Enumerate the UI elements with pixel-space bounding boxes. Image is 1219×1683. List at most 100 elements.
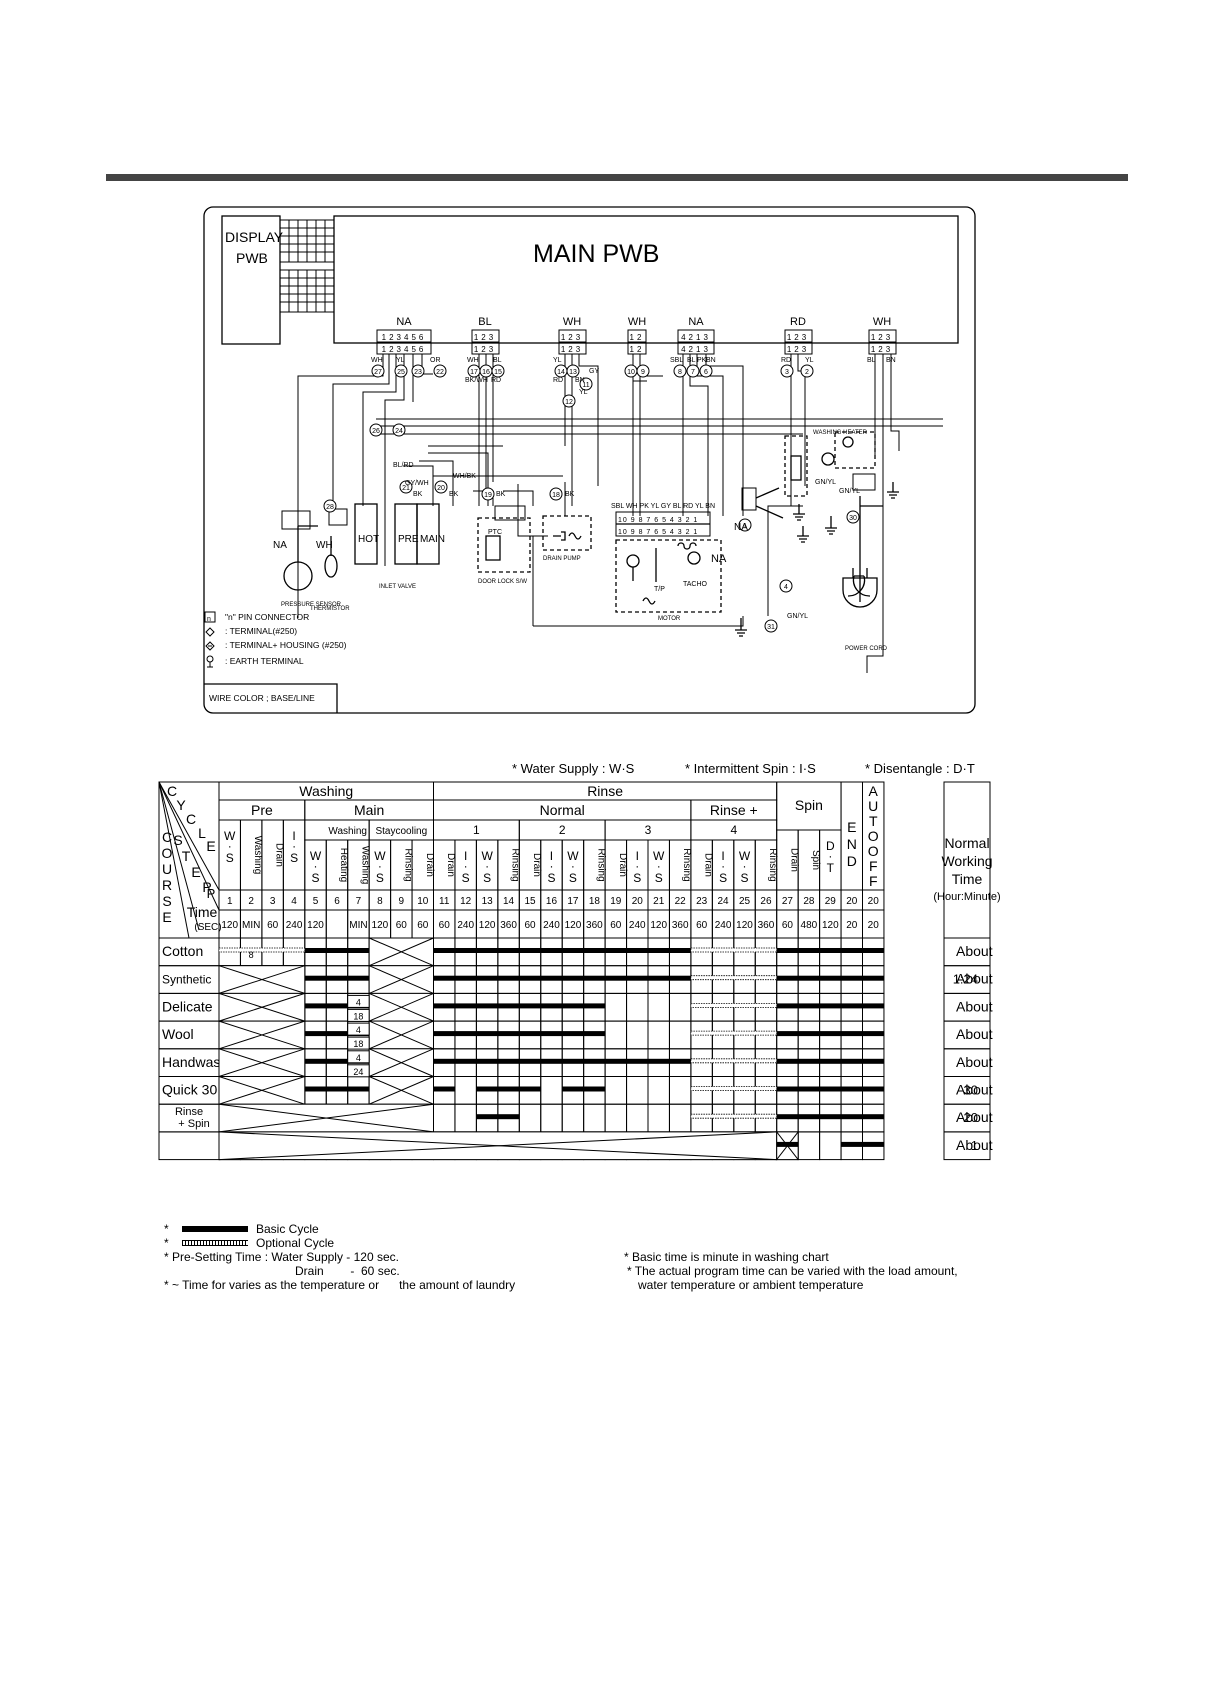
grid-cell <box>647 1076 670 1105</box>
step-label: W <box>739 849 751 863</box>
washing-time-note: 24 <box>353 1067 363 1077</box>
step-label: Rinsing <box>510 848 521 881</box>
svg-text:4213: 4213 <box>681 345 711 354</box>
auto-off-letter: F <box>869 873 878 889</box>
basic-cycle-bar <box>776 1058 884 1064</box>
basic-cycle-bar <box>776 1031 884 1037</box>
course-time-about: About <box>956 971 993 987</box>
step-time: 240 <box>629 920 646 931</box>
grid-cell <box>626 992 649 1022</box>
step-number: 13 <box>482 896 494 907</box>
step-time: 60 <box>610 920 622 931</box>
step-label: I <box>550 849 553 863</box>
svg-text:26: 26 <box>372 428 380 435</box>
step-label: Rinsing <box>767 848 778 881</box>
wire-label: BL <box>493 357 502 364</box>
step-label: Washing <box>359 846 370 885</box>
power-cord-label: POWER CORD <box>845 646 888 652</box>
auto-off-letter: U <box>868 798 878 814</box>
basic-cycle-bar <box>433 975 691 981</box>
svg-text:19: 19 <box>484 492 492 499</box>
step-time: 120 <box>650 920 667 931</box>
basic-cycle-label: Basic Cycle <box>256 1222 319 1236</box>
step-label: · <box>378 859 382 873</box>
wire-label: GY/WH <box>405 480 429 487</box>
washing-chart: * Water Supply : W·S* Intermittent Spin … <box>158 761 1001 1161</box>
ptc-label: PTC <box>488 529 502 536</box>
optional-cycle-bar <box>690 1086 778 1091</box>
course-letter: E <box>162 909 171 925</box>
step-time: 360 <box>586 920 603 931</box>
wire-label: WH <box>371 357 383 364</box>
wire-label: BN <box>886 357 896 364</box>
display-pwb-label: DISPLAY <box>225 229 284 245</box>
wire-label: RD <box>491 377 501 384</box>
step-number: 1 <box>227 896 233 907</box>
basic-cycle-bar <box>562 1086 606 1092</box>
na-label: NA <box>734 522 748 533</box>
svg-text:13: 13 <box>569 369 577 376</box>
step-time: 20 <box>868 920 880 931</box>
step-label: · <box>464 859 468 873</box>
presetting-note: * Pre-Setting Time : Water Supply - 120 … <box>164 1250 399 1264</box>
grid-cell <box>647 1020 670 1050</box>
step-number: 5 <box>313 896 319 907</box>
svg-text:123: 123 <box>561 345 583 354</box>
cycle-letter: E <box>206 838 215 854</box>
course-time-about: About <box>956 1026 993 1042</box>
washing-time-note: 4 <box>356 1053 361 1063</box>
course-letter: O <box>162 845 173 861</box>
time-cell <box>325 909 349 939</box>
course-name: Quick 30 <box>162 1082 217 1098</box>
time-value-cell <box>943 1131 991 1161</box>
svg-text:22: 22 <box>436 369 444 376</box>
svg-text:16: 16 <box>482 369 490 376</box>
washing-time-note: 4 <box>356 1025 361 1035</box>
svg-text:27: 27 <box>374 369 382 376</box>
step-time: MIN <box>349 920 367 931</box>
wire-label: OR <box>430 357 441 364</box>
wire-label: PK <box>697 357 707 364</box>
grid-cell <box>626 1103 649 1133</box>
motor-pins: 10 9 8 7 6 5 4 3 2 1 <box>618 517 698 524</box>
basic-cycle-bar <box>841 1141 884 1147</box>
step-label: Rinsing <box>681 848 692 881</box>
cycle-letter: Y <box>176 797 186 813</box>
grid-line <box>218 965 305 994</box>
svg-text:10: 10 <box>627 369 635 376</box>
motor-pins: 10 9 8 7 6 5 4 3 2 1 <box>618 529 698 536</box>
auto-off-letter: O <box>868 843 879 859</box>
basic-cycle-bar <box>476 1086 541 1092</box>
step-time: 240 <box>543 920 560 931</box>
legend-item: : TERMINAL+ HOUSING (#250) <box>225 640 347 650</box>
rinse-number: 2 <box>559 823 566 837</box>
course-time-value: 30 <box>964 1083 978 1098</box>
basic-cycle-bar <box>304 1058 370 1064</box>
step-label: S <box>547 871 555 885</box>
course-time-about: About <box>956 943 993 959</box>
step-number: 18 <box>589 896 601 907</box>
step-time: 120 <box>479 920 496 931</box>
step-label: I <box>636 849 639 863</box>
step-time: 120 <box>565 920 582 931</box>
group-washing-label: Washing <box>299 783 353 799</box>
optional-cycle-label: Optional Cycle <box>256 1236 335 1250</box>
tp-label: T/P <box>654 586 665 593</box>
course-letter: S <box>162 893 171 909</box>
basic-cycle-bar <box>304 975 370 981</box>
wire-label: BK/WH <box>465 377 488 384</box>
step-label: Spin <box>810 850 821 870</box>
svg-text:21: 21 <box>402 485 410 492</box>
svg-text:3: 3 <box>785 369 789 376</box>
wire-label: BK <box>496 491 506 498</box>
grid-cell <box>604 992 628 1022</box>
grid-line <box>218 1131 777 1161</box>
wire-label: YL <box>553 357 562 364</box>
step-label: Drain <box>424 853 435 877</box>
basic-cycle-bar <box>776 1003 884 1009</box>
grid-cell <box>433 1103 456 1133</box>
grid-line <box>218 1076 305 1105</box>
step-time: 20 <box>846 920 858 931</box>
step-number: 26 <box>760 896 772 907</box>
wire-label: RD <box>781 357 791 364</box>
